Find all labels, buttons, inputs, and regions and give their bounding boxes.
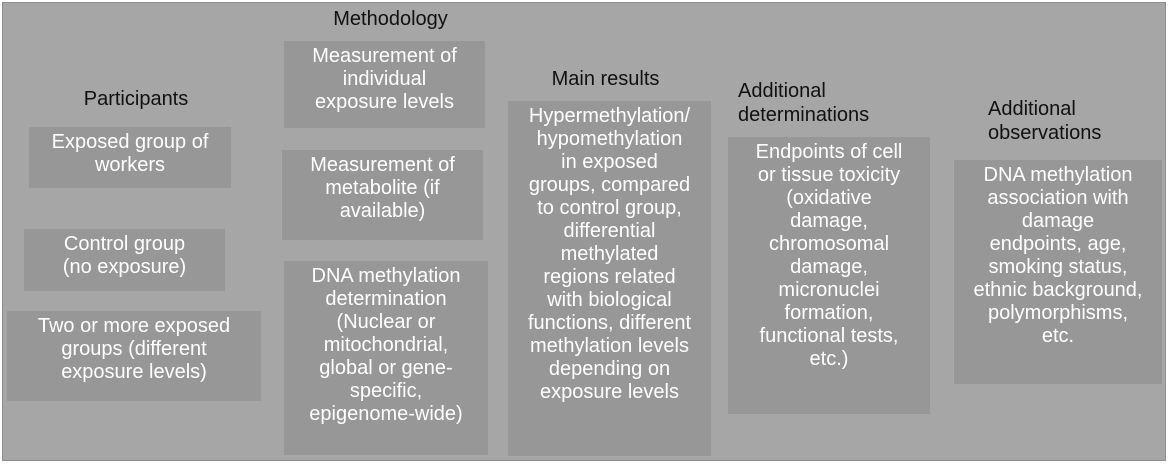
methodology-box-dna-methylation: DNA methylation determination (Nuclear o… <box>284 261 488 455</box>
methodology-box-metabolite: Measurement of metabolite (if available) <box>282 150 483 240</box>
main-results-box: Hypermethylation/ hypomethylation in exp… <box>508 101 711 456</box>
methodology-heading: Methodology <box>333 8 448 30</box>
participants-box-control-group: Control group (no exposure) <box>24 229 225 291</box>
participants-heading: Participants <box>83 88 189 110</box>
main-results-heading: Main results <box>551 68 660 90</box>
participants-box-multiple-exposed-groups: Two or more exposed groups (different ex… <box>7 311 261 401</box>
additional-determinations-box: Endpoints of cell or tissue toxicity (ox… <box>728 137 930 414</box>
methodology-box-exposure-levels: Measurement of individual exposure level… <box>284 41 485 128</box>
additional-observations-box: DNA methylation association with damage … <box>954 160 1162 384</box>
additional-observations-heading: Additional observations <box>988 98 1102 144</box>
additional-determinations-heading: Additional determinations <box>738 80 870 126</box>
participants-box-exposed-workers: Exposed group of workers <box>29 127 231 188</box>
